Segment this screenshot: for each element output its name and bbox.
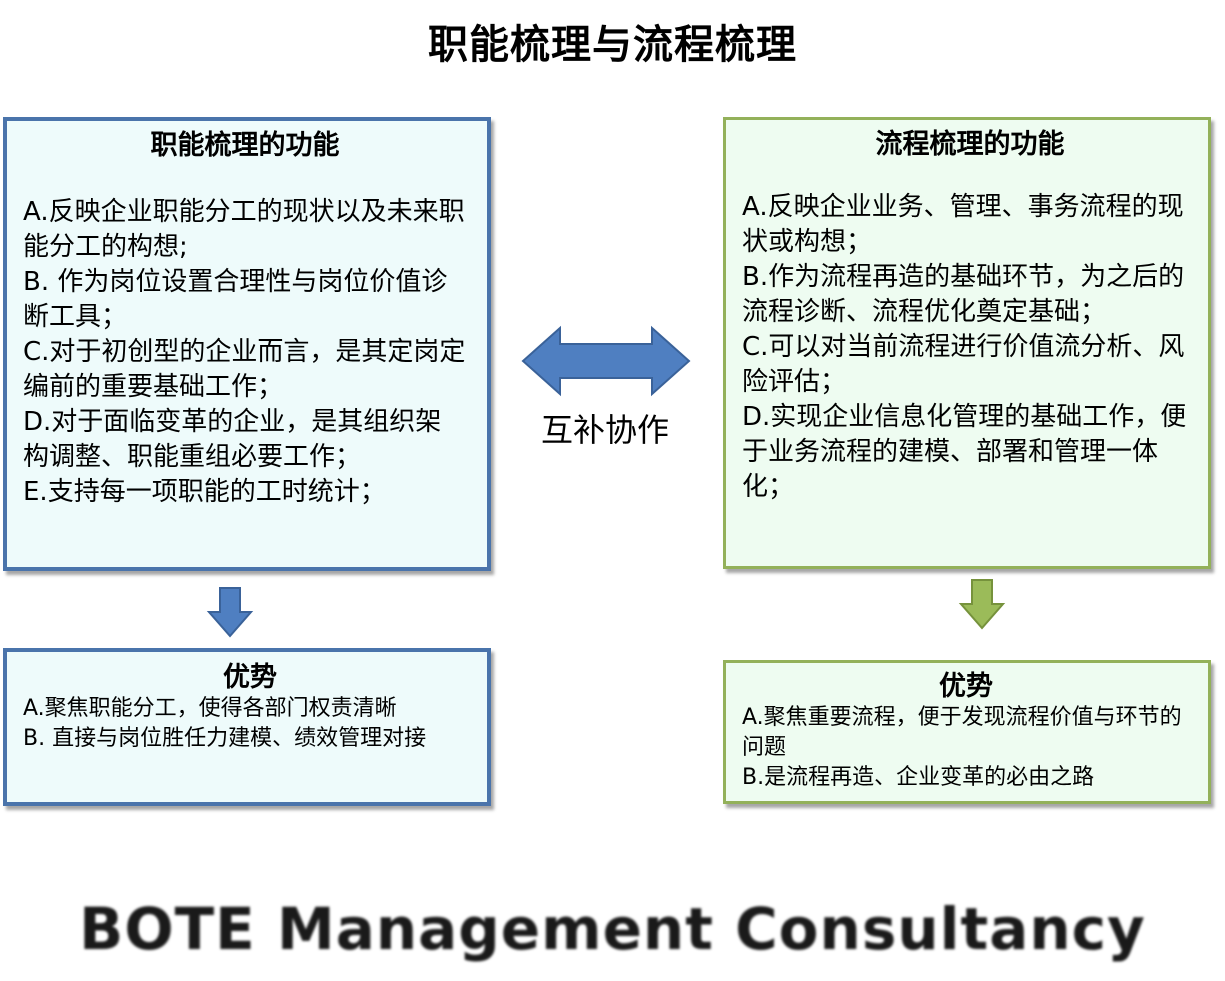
left-advantage-box: 优势 A.聚焦职能分工，使得各部门权责清晰 B. 直接与岗位胜任力建模、绩效管理… — [3, 648, 491, 806]
list-item: C.对于初创型的企业而言，是其定岗定编前的重要基础工作； — [23, 337, 466, 402]
right-function-box: 流程梳理的功能 A.反映企业业务、管理、事务流程的现状或构想； B.作为流程再造… — [723, 117, 1211, 569]
right-advantage-list: A.聚焦重要流程，便于发现流程价值与环节的问题 B.是流程再造、企业变革的必由之… — [742, 703, 1190, 793]
list-item: C.可以对当前流程进行价值流分析、风险评估； — [742, 332, 1185, 397]
right-function-list: A.反映企业业务、管理、事务流程的现状或构想； B.作为流程再造的基础环节，为之… — [742, 190, 1198, 505]
right-advantage-heading: 优势 — [939, 671, 993, 702]
left-advantage-list: A.聚焦职能分工，使得各部门权责清晰 B. 直接与岗位胜任力建模、绩效管理对接 — [23, 694, 477, 754]
list-item: A.聚焦职能分工，使得各部门权责清晰 — [23, 696, 397, 721]
left-function-box: 职能梳理的功能 A.反映企业职能分工的现状以及未来职能分工的构想; B. 作为岗… — [3, 117, 491, 571]
footer-brand: BOTE Management Consultancy — [79, 895, 1146, 963]
list-item: B. 作为岗位设置合理性与岗位价值诊断工具； — [23, 267, 448, 332]
page-title: 职能梳理与流程梳理 — [428, 22, 797, 68]
right-function-heading: 流程梳理的功能 — [875, 129, 1065, 160]
list-item: A.反映企业职能分工的现状以及未来职能分工的构想; — [23, 197, 465, 262]
list-item: B.是流程再造、企业变革的必由之路 — [742, 765, 1095, 790]
double-arrow-icon — [521, 325, 691, 397]
list-item: D.对于面临变革的企业，是其组织架构调整、职能重组必要工作； — [23, 407, 442, 472]
list-item: E.支持每一项职能的工时统计； — [23, 477, 386, 507]
list-item: A.聚焦重要流程，便于发现流程价值与环节的问题 — [742, 705, 1182, 760]
complementary-label: 互补协作 — [540, 411, 669, 449]
left-function-heading: 职能梳理的功能 — [150, 130, 340, 161]
list-item: A.反映企业业务、管理、事务流程的现状或构想； — [742, 192, 1184, 257]
list-item: B. 直接与岗位胜任力建模、绩效管理对接 — [23, 726, 427, 751]
arrow-down-icon — [958, 579, 1006, 630]
list-item: D.实现企业信息化管理的基础工作，便于业务流程的建模、部署和管理一体化； — [742, 402, 1187, 502]
left-function-list: A.反映企业职能分工的现状以及未来职能分工的构想; B. 作为岗位设置合理性与岗… — [23, 195, 467, 510]
list-item: B.作为流程再造的基础环节，为之后的流程诊断、流程优化奠定基础； — [742, 262, 1185, 327]
right-advantage-box: 优势 A.聚焦重要流程，便于发现流程价值与环节的问题 B.是流程再造、企业变革的… — [723, 660, 1211, 804]
left-advantage-heading: 优势 — [223, 662, 277, 693]
arrow-down-icon — [206, 587, 254, 638]
